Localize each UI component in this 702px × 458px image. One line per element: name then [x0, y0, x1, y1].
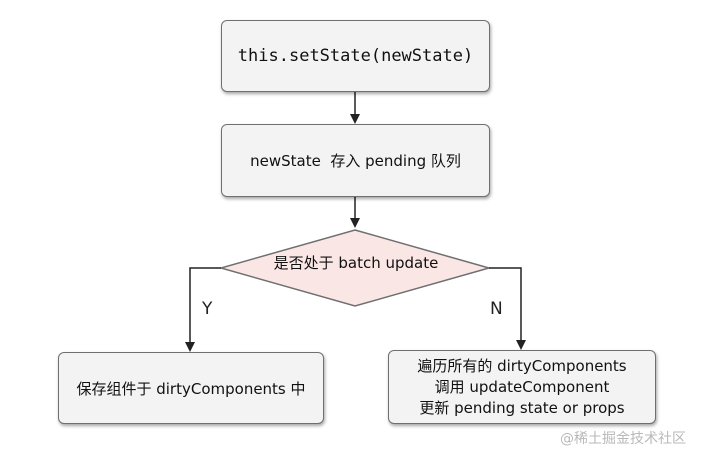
- save-dirty-components-node: 保存组件于 dirtyComponents 中: [58, 352, 324, 424]
- decision-text: 是否处于 batch update: [273, 254, 439, 272]
- process-line-2: 调用 updateComponent: [434, 377, 610, 396]
- setstate-text: this.setState(newState): [237, 46, 474, 66]
- process-dirty-components-node: 遍历所有的 dirtyComponents 调用 updateComponent…: [388, 350, 656, 424]
- save-dirty-components-text: 保存组件于 dirtyComponents 中: [76, 379, 306, 398]
- no-branch-label: N: [490, 299, 503, 319]
- pending-queue-node: newState 存入 pending 队列: [221, 124, 490, 197]
- arrow-no-branch: [489, 267, 526, 350]
- decision-diamond: [218, 229, 492, 307]
- pending-queue-text: newState 存入 pending 队列: [250, 152, 461, 170]
- yes-branch-label: Y: [202, 299, 213, 319]
- watermark: @稀土掘金技术社区: [560, 431, 686, 447]
- process-line-3: 更新 pending state or props: [419, 398, 625, 417]
- setstate-node: this.setState(newState): [221, 20, 490, 92]
- process-line-1: 遍历所有的 dirtyComponents: [417, 356, 627, 375]
- arrow-yes-branch: [185, 267, 221, 352]
